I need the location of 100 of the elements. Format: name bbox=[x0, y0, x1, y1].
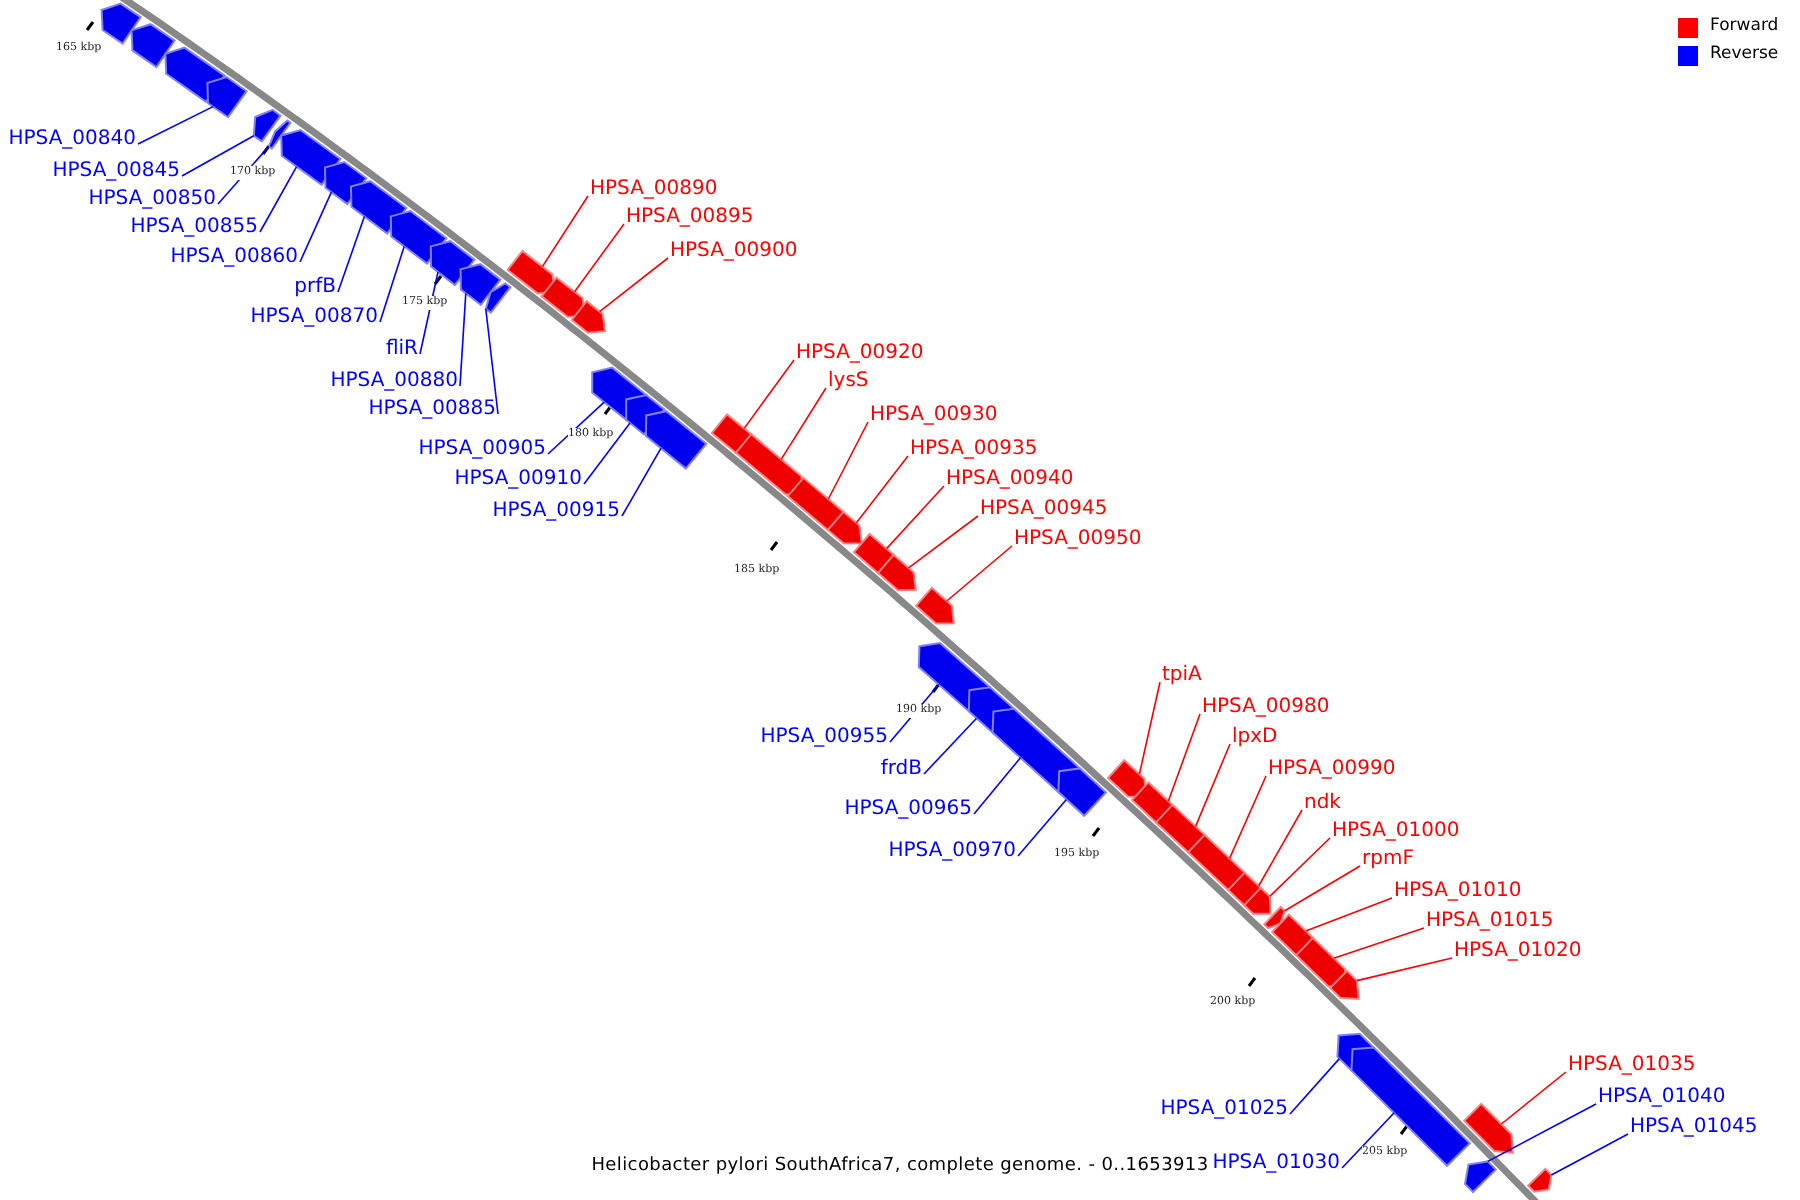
gene-block bbox=[206, 75, 248, 119]
gene-label: HPSA_01000 bbox=[1332, 820, 1460, 844]
leader-line bbox=[419, 271, 439, 355]
gene-block bbox=[350, 180, 408, 235]
gene-label: HPSA_00905 bbox=[414, 438, 546, 462]
gene-block bbox=[389, 209, 448, 265]
leader-line bbox=[1269, 837, 1331, 898]
gene-label: HPSA_00940 bbox=[946, 468, 1074, 492]
gene-block bbox=[429, 240, 476, 287]
gene-block bbox=[252, 108, 282, 143]
leader-line bbox=[137, 105, 214, 145]
gene-label: HPSA_01030 bbox=[1208, 1152, 1340, 1176]
leader-line bbox=[827, 421, 869, 500]
leader-line bbox=[547, 401, 605, 455]
leader-line bbox=[1500, 1071, 1567, 1125]
gene-label: HPSA_00840 bbox=[4, 128, 136, 152]
leader-line bbox=[379, 245, 405, 323]
gene-block bbox=[100, 2, 142, 45]
gene-block bbox=[876, 553, 917, 592]
legend-label: Reverse bbox=[1710, 44, 1779, 66]
leader-line bbox=[181, 135, 255, 177]
leader-line bbox=[885, 485, 945, 550]
gene-label: HPSA_00910 bbox=[450, 468, 582, 492]
leader-line bbox=[743, 359, 795, 430]
leader-line bbox=[573, 223, 625, 293]
gene-label: rpmF bbox=[1362, 848, 1414, 872]
leader-line bbox=[459, 292, 467, 387]
gene-block bbox=[645, 410, 708, 470]
leader-line bbox=[946, 545, 1013, 602]
leader-line bbox=[583, 422, 631, 485]
leader-line bbox=[889, 683, 940, 743]
gene-block bbox=[484, 282, 512, 314]
gene-label: HPSA_00950 bbox=[1014, 528, 1142, 552]
gene-label: tpiA bbox=[1162, 664, 1202, 688]
leader-line bbox=[598, 257, 669, 313]
leader-line bbox=[1017, 798, 1068, 857]
gene-label: HPSA_01015 bbox=[1426, 910, 1554, 934]
gene-label: HPSA_01020 bbox=[1454, 940, 1582, 964]
gene-block bbox=[1463, 1160, 1498, 1194]
gene-label: HPSA_00970 bbox=[884, 840, 1016, 864]
gene-block bbox=[1057, 767, 1108, 818]
gene-label: HPSA_00885 bbox=[364, 398, 496, 422]
gene-label: HPSA_00870 bbox=[246, 306, 378, 330]
gene-block bbox=[324, 160, 368, 206]
gene-label: HPSA_00965 bbox=[840, 798, 972, 822]
gene-block bbox=[280, 128, 342, 187]
leader-line bbox=[337, 215, 366, 293]
leader-line bbox=[1257, 809, 1303, 887]
gene-label: HPSA_00955 bbox=[756, 726, 888, 750]
gene-label: HPSA_00860 bbox=[166, 246, 298, 270]
gene-block bbox=[506, 249, 557, 295]
gene-label: frdB bbox=[790, 758, 922, 782]
leader-line bbox=[1333, 927, 1425, 959]
gene-label: lysS bbox=[828, 370, 869, 394]
leader-line bbox=[485, 308, 499, 415]
gene-label: HPSA_00930 bbox=[870, 404, 998, 428]
leader-line bbox=[973, 756, 1022, 815]
gene-label: HPSA_00880 bbox=[326, 370, 458, 394]
gene-label: HPSA_01035 bbox=[1568, 1054, 1696, 1078]
leader-line bbox=[299, 191, 333, 263]
gene-label: HPSA_00945 bbox=[980, 498, 1108, 522]
gene-label: HPSA_00895 bbox=[626, 206, 754, 230]
gene-block bbox=[570, 299, 607, 334]
gene-block bbox=[991, 707, 1082, 794]
leader-line bbox=[1550, 1133, 1629, 1176]
leader-line bbox=[855, 455, 909, 524]
gene-block bbox=[1328, 969, 1360, 1001]
gene-label: prfB bbox=[204, 276, 336, 300]
gene-block bbox=[130, 23, 176, 69]
leader-line bbox=[217, 145, 270, 205]
gene-label: HPSA_01025 bbox=[1156, 1098, 1288, 1122]
gene-label: HPSA_00920 bbox=[796, 342, 924, 366]
leader-line bbox=[1228, 775, 1267, 860]
gene-label: HPSA_00980 bbox=[1202, 696, 1330, 720]
legend-label: Forward bbox=[1710, 16, 1779, 38]
caption: Helicobacter pylori SouthAfrica7, complete genome. - 0..1653913 bbox=[591, 1156, 1209, 1176]
gene-label: HPSA_01010 bbox=[1394, 880, 1522, 904]
gene-block bbox=[1242, 886, 1272, 915]
gene-block bbox=[1262, 905, 1286, 930]
gene-label: HPSA_01045 bbox=[1630, 1116, 1758, 1140]
gene-block bbox=[914, 586, 955, 625]
gene-block bbox=[540, 276, 587, 319]
gene-block bbox=[1526, 1167, 1553, 1193]
leader-line bbox=[1138, 681, 1161, 775]
leader-line bbox=[1289, 1057, 1341, 1115]
gene-block bbox=[826, 510, 863, 545]
leader-line bbox=[259, 165, 298, 233]
gene-label: HPSA_00855 bbox=[126, 216, 258, 240]
gene-label: ndk bbox=[1304, 792, 1341, 816]
gene-label: fliR bbox=[286, 338, 418, 362]
gene-label: HPSA_00850 bbox=[84, 188, 216, 212]
gene-label: HPSA_00890 bbox=[590, 178, 718, 202]
leader-line bbox=[541, 195, 589, 268]
leader-line bbox=[621, 447, 662, 517]
gene-label: HPSA_00900 bbox=[670, 240, 798, 264]
leader-line bbox=[1167, 713, 1201, 802]
leader-line bbox=[1356, 957, 1453, 982]
gene-label: HPSA_00990 bbox=[1268, 758, 1396, 782]
leader-line bbox=[1305, 897, 1393, 932]
leader-line bbox=[780, 387, 827, 461]
